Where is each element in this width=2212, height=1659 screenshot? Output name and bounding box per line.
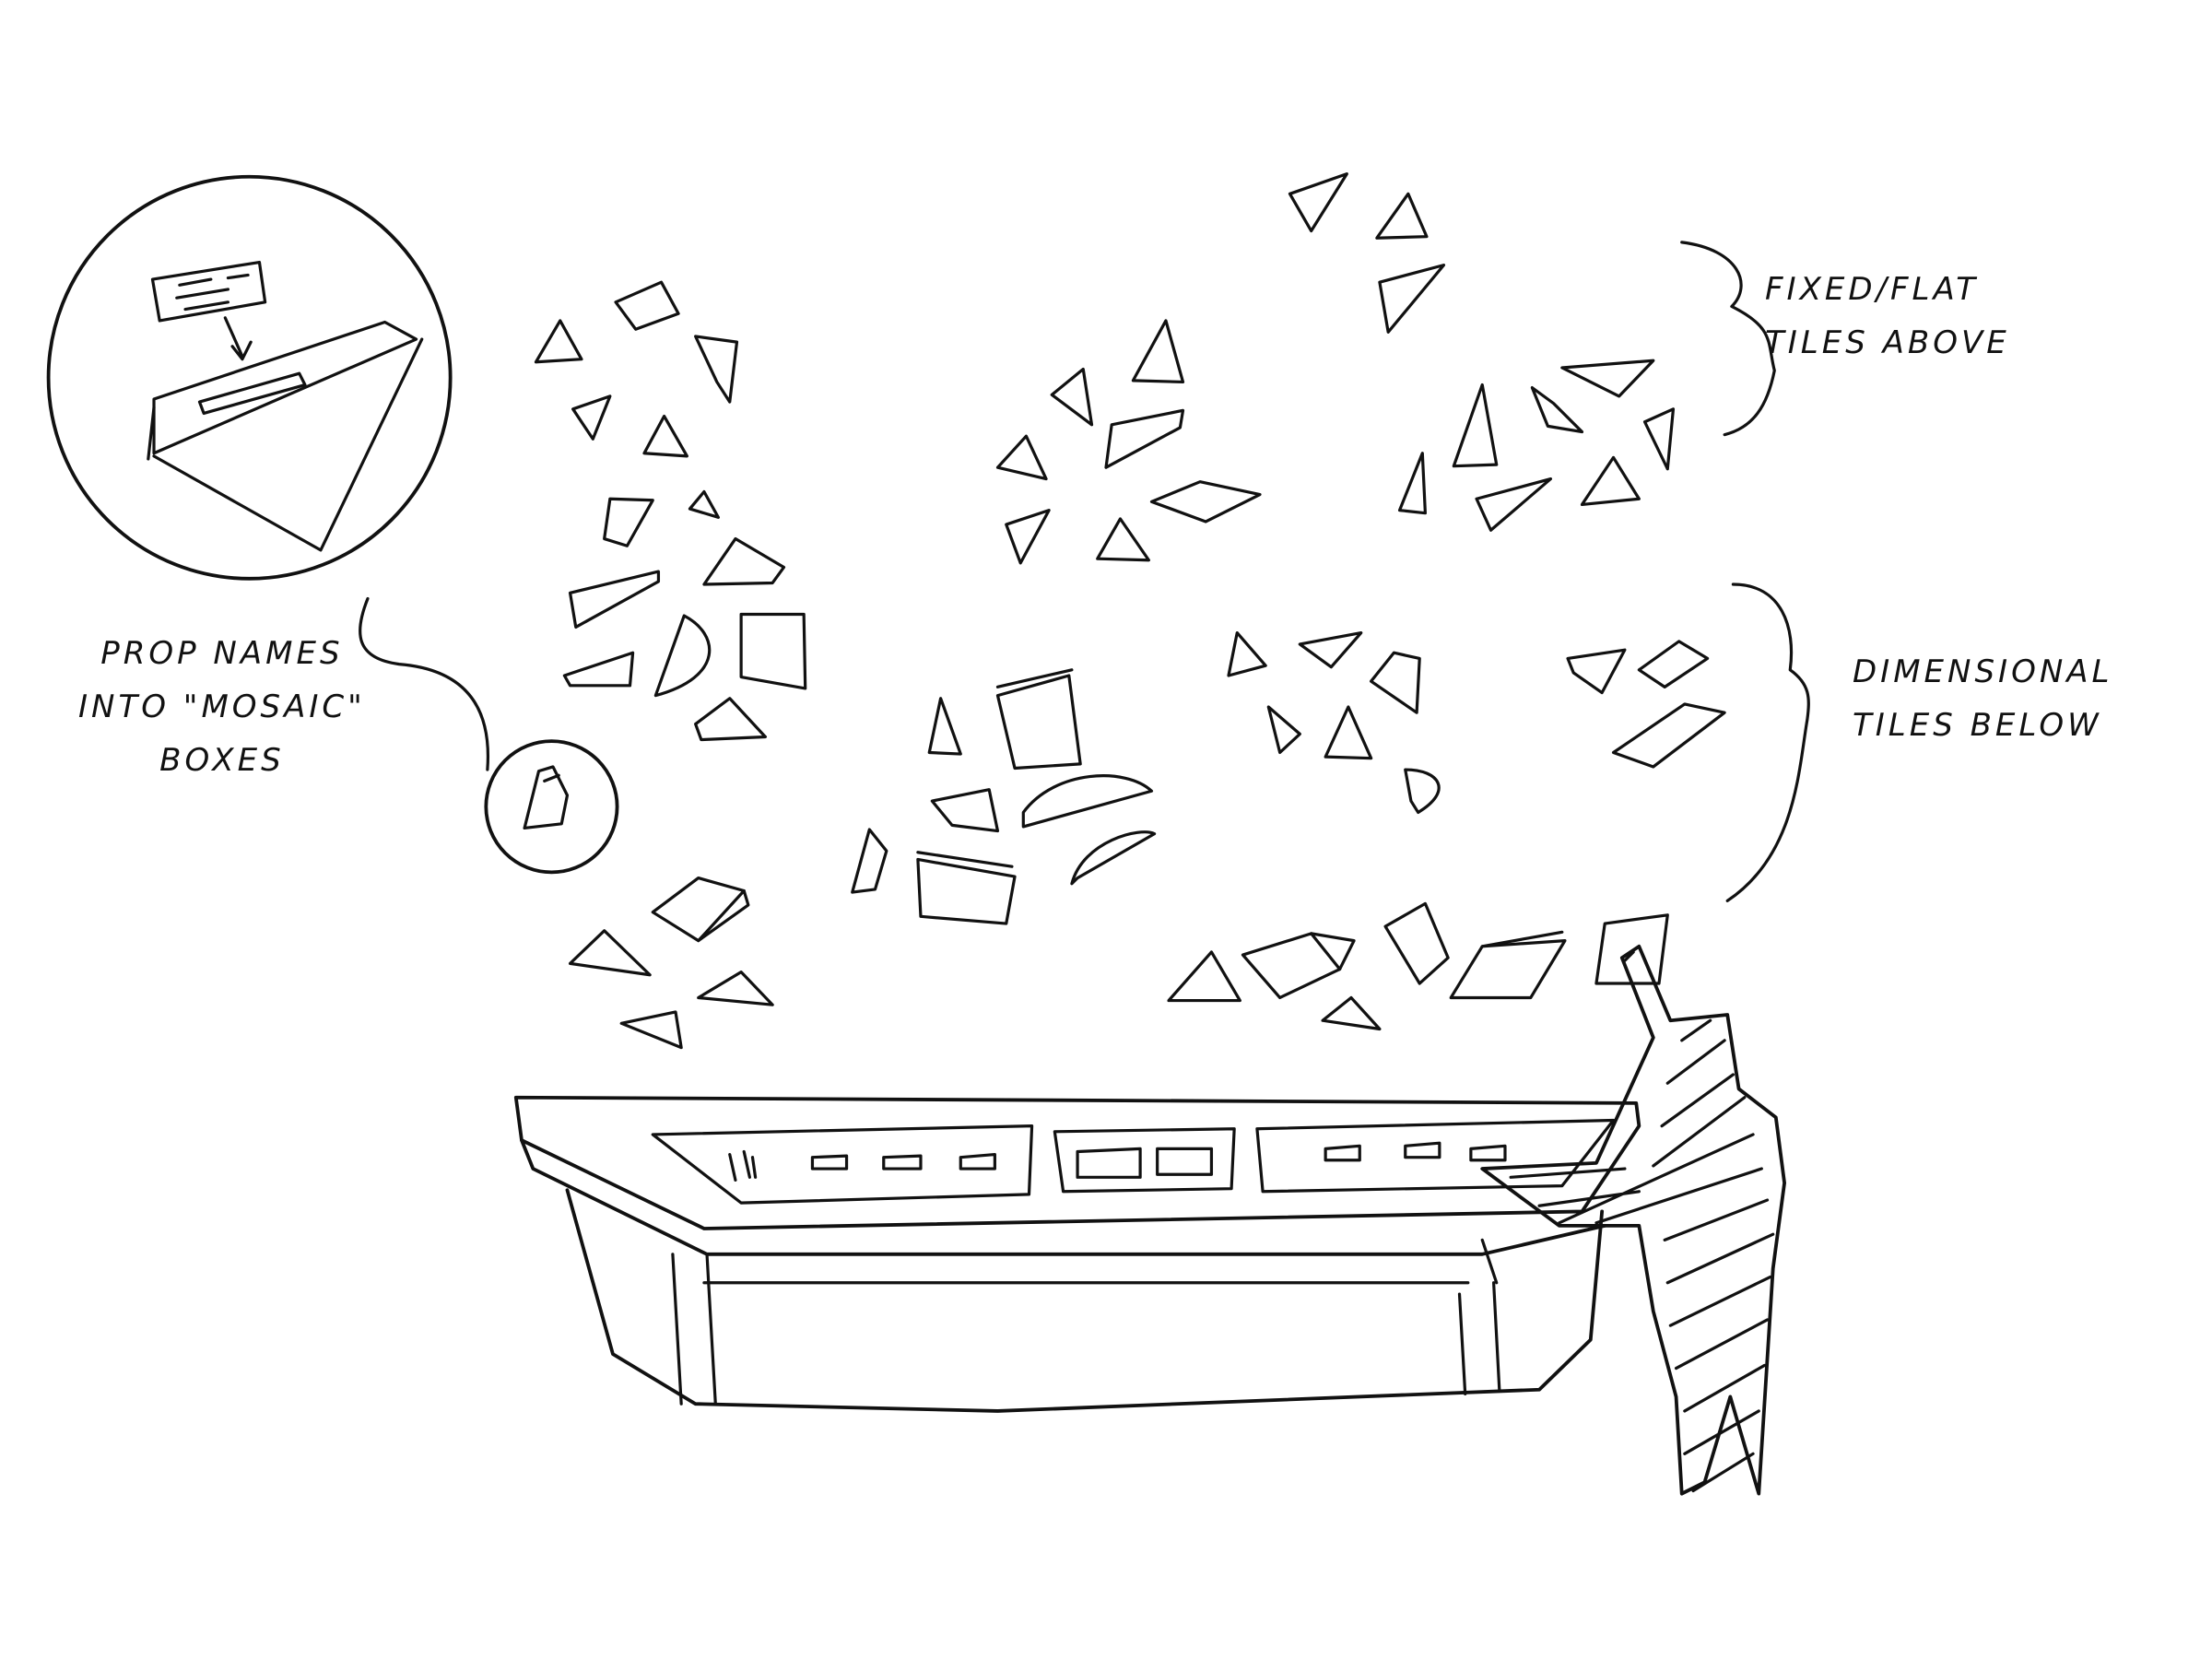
tile: [1645, 409, 1674, 469]
tile: [1532, 388, 1582, 432]
tile: [1639, 641, 1707, 687]
tile: [1568, 650, 1625, 692]
flat-tiles-left-cluster: [535, 282, 805, 739]
annotation-fixed-flat: Fixed/Flat Tiles Above: [1765, 263, 2010, 370]
bracket-dimensional: [1727, 584, 1808, 900]
tile: [571, 931, 651, 975]
tile: [1377, 194, 1427, 238]
screen-left: [653, 1126, 1031, 1204]
screen-center: [1054, 1129, 1234, 1192]
tile: [1400, 453, 1426, 513]
tile: [573, 396, 610, 439]
dimensional-tiles-left-cluster: [571, 878, 773, 1048]
tile: [655, 616, 709, 696]
callout-connector: [360, 598, 488, 770]
dimensional-tiles-center-cluster: [853, 670, 1155, 924]
tile: [1380, 265, 1444, 333]
flat-tiles-right-cluster: [1289, 174, 1673, 531]
tile: [1289, 174, 1347, 231]
annotation-prop-line2: Into "Mosaic": [78, 688, 366, 725]
tile: [1451, 941, 1565, 998]
dimensional-tiles-bottom-cluster: [1169, 903, 1667, 1029]
tile: [1300, 633, 1360, 667]
tile: [1477, 479, 1550, 531]
tile: [1385, 903, 1448, 983]
hand-pointer-icon: [1625, 952, 1633, 960]
tile: [1325, 707, 1371, 759]
tile: [1006, 511, 1049, 563]
tile: [1052, 370, 1091, 425]
name-slot: [199, 373, 304, 413]
detail-magnifier: [49, 177, 451, 579]
screen-right: [1257, 1120, 1614, 1191]
tile: [1371, 653, 1420, 712]
tile: [1106, 410, 1183, 467]
tile: [571, 571, 659, 627]
tile: [1072, 832, 1155, 884]
person-figure: [1482, 947, 1784, 1494]
tile: [929, 699, 960, 754]
annotation-dimensional-line1: Dimensional: [1853, 653, 2113, 690]
annotation-prop-names: Prop Names Into "Mosaic" Boxes: [78, 627, 366, 787]
arrow-icon: [225, 318, 251, 359]
tile-callout: [486, 741, 617, 872]
tile: [1023, 776, 1151, 827]
tile: [1453, 385, 1496, 466]
tile: [696, 699, 766, 740]
tile: [1133, 321, 1182, 382]
tile: [1229, 633, 1265, 676]
tile: [621, 1012, 681, 1048]
tile: [741, 614, 806, 688]
tile: [997, 676, 1080, 769]
tile: [1596, 915, 1667, 983]
tile: [704, 539, 784, 584]
tile: [853, 830, 887, 892]
name-card: [152, 263, 265, 321]
tile: [564, 653, 632, 686]
annotation-dimensional: Dimensional Tiles Below: [1853, 645, 2112, 752]
bracket-fixed: [1682, 242, 1775, 435]
tile: [997, 436, 1046, 478]
tile: [1582, 457, 1639, 504]
annotation-fixed-line2: Tiles Above: [1765, 324, 2010, 361]
tile: [653, 878, 744, 941]
tile: [699, 972, 772, 1006]
tile: [1268, 707, 1300, 752]
touchscreen-table: [516, 1098, 1640, 1411]
tile: [605, 499, 653, 546]
tile: [1562, 360, 1653, 396]
annotation-prop-line1: Prop Names: [100, 635, 344, 672]
annotation-dimensional-line2: Tiles Below: [1853, 707, 2102, 744]
tile: [689, 492, 718, 518]
tile: [932, 790, 997, 831]
tile: [1406, 770, 1439, 812]
tile: [535, 321, 581, 362]
mosaic-box-body: [154, 339, 422, 550]
tile-callout-circle: [486, 741, 617, 872]
annotation-fixed-line1: Fixed/Flat: [1765, 271, 1980, 308]
tile: [1242, 934, 1339, 998]
flat-tiles-center-cluster: [997, 321, 1260, 563]
tile: [1098, 519, 1149, 560]
tile: [696, 336, 737, 402]
dimensional-tiles-right-cluster: [1229, 633, 1724, 813]
tile: [1151, 482, 1260, 522]
tile: [1323, 997, 1380, 1029]
table-base: [567, 1190, 1602, 1411]
tile: [1614, 704, 1725, 767]
detail-circle: [49, 177, 451, 579]
person-silhouette: [1482, 947, 1784, 1494]
annotation-prop-line3: Boxes: [159, 742, 285, 779]
tile: [616, 282, 678, 329]
mosaic-box-top: [154, 322, 417, 453]
tile: [1169, 952, 1240, 1001]
tile: [644, 417, 687, 456]
tile: [918, 859, 1015, 924]
